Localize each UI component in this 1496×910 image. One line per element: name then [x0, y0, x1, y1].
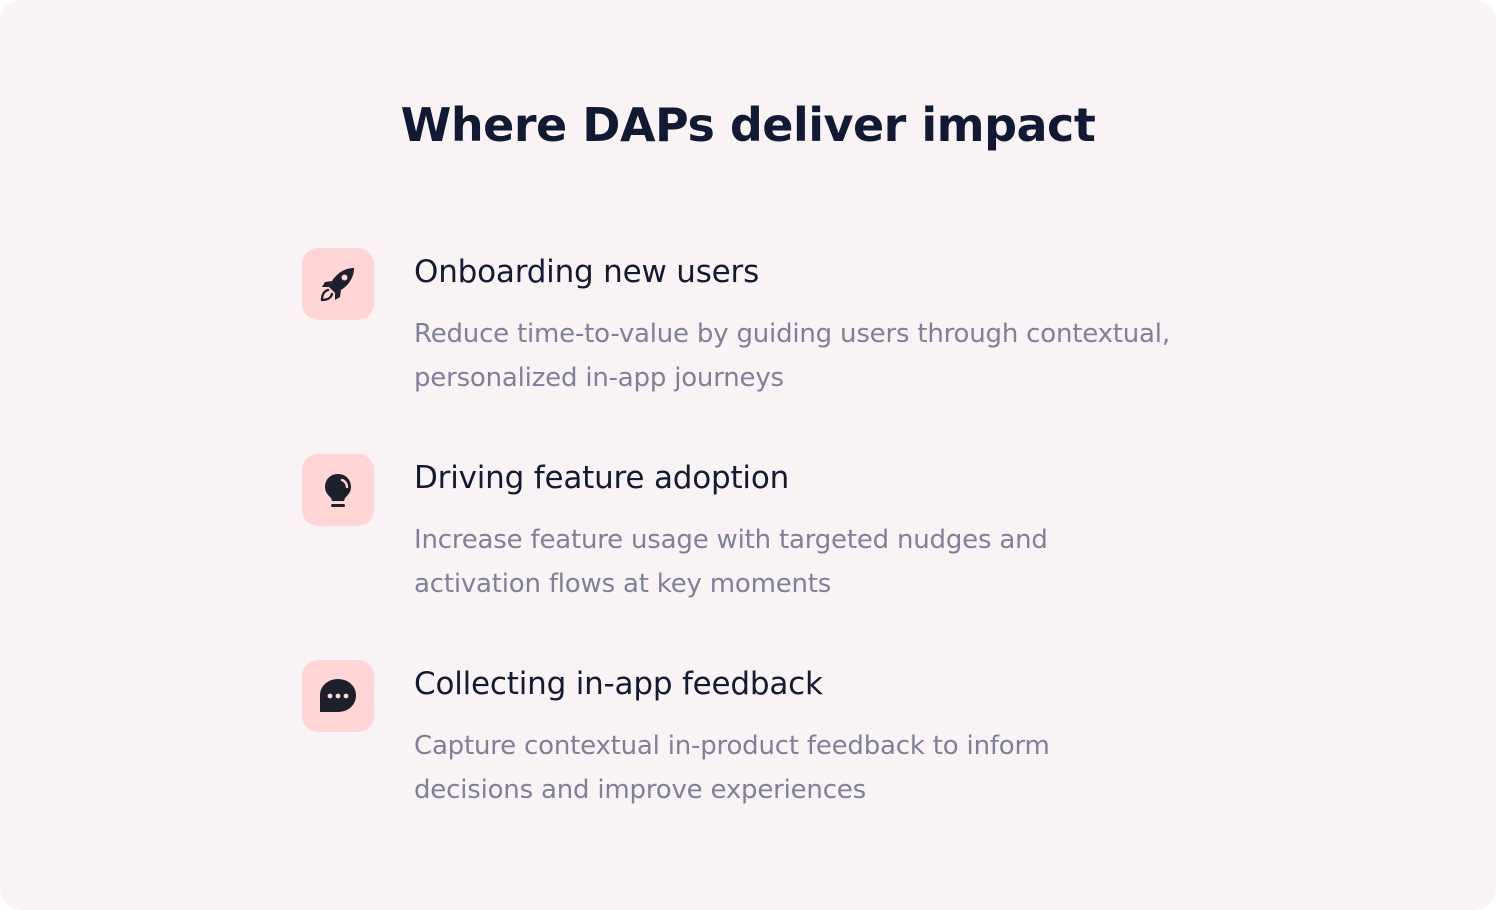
- item-title: Onboarding new users: [414, 254, 760, 290]
- item-description: Increase feature usage with targeted nud…: [414, 525, 1048, 599]
- item-title: Collecting in-app feedback: [414, 666, 823, 702]
- lightbulb-icon: [317, 469, 359, 511]
- item-description: Reduce time-to-value by guiding users th…: [414, 319, 1170, 393]
- icon-tile: [302, 660, 374, 732]
- item-title: Driving feature adoption: [414, 460, 790, 496]
- item-description: Capture contextual in-product feedback t…: [414, 731, 1050, 805]
- icon-tile: [302, 248, 374, 320]
- chat-bubble-icon: [317, 675, 359, 717]
- list-item-onboarding: Onboarding new users Reduce time-to-valu…: [302, 248, 1182, 418]
- page-title: Where DAPs deliver impact: [400, 98, 1096, 152]
- list-item-feedback: Collecting in-app feedback Capture conte…: [302, 660, 1182, 830]
- list-item-feature-adoption: Driving feature adoption Increase featur…: [302, 454, 1182, 624]
- icon-tile: [302, 454, 374, 526]
- rocket-icon: [317, 263, 359, 305]
